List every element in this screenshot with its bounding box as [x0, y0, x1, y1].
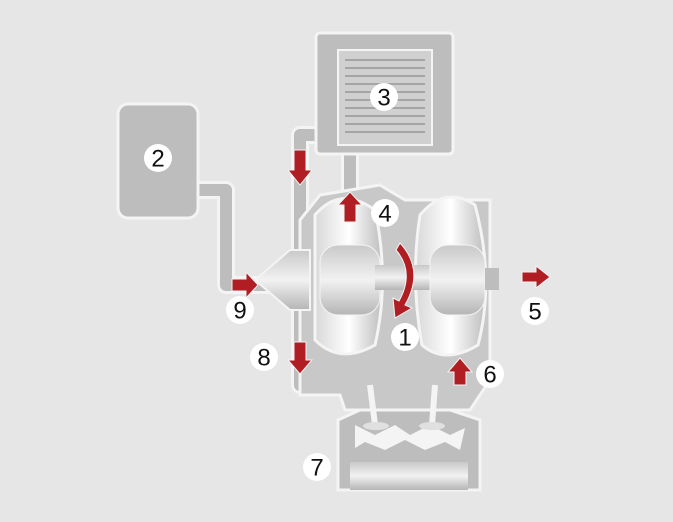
- arrow-exhaust-out-icon: [521, 264, 551, 290]
- engine-cylinder: [336, 384, 482, 492]
- intake-cone: [253, 249, 311, 311]
- arrow-up-exhaust-icon: [446, 357, 474, 386]
- turbine-wheel: [429, 244, 486, 316]
- exhaust-valve: [419, 422, 445, 430]
- callout-8: 8: [250, 343, 278, 372]
- rotation-arrow-icon: [392, 242, 415, 319]
- svg-text:7: 7: [310, 455, 323, 482]
- callout-5: 5: [521, 297, 549, 326]
- turbocharger: [253, 183, 499, 412]
- callout-6: 6: [476, 360, 504, 389]
- callout-1: 1: [391, 323, 419, 352]
- svg-text:8: 8: [257, 345, 270, 372]
- arrow-intake-icon: [231, 270, 259, 300]
- arrow-down-intake-icon: [286, 341, 314, 375]
- arrow-up-compressed-icon: [336, 191, 364, 223]
- svg-text:4: 4: [378, 201, 391, 228]
- intake-valve: [363, 422, 389, 430]
- svg-text:5: 5: [528, 299, 541, 326]
- combustion-flame: [355, 425, 465, 450]
- callout-9: 9: [226, 296, 254, 325]
- svg-text:1: 1: [398, 325, 411, 352]
- svg-text:9: 9: [233, 298, 246, 325]
- svg-text:3: 3: [377, 85, 390, 112]
- callout-4: 4: [371, 199, 399, 228]
- callout-3: 3: [370, 83, 398, 112]
- svg-text:6: 6: [483, 362, 496, 389]
- arrow-down-cooled-icon: [286, 149, 314, 186]
- callout-2: 2: [144, 144, 172, 173]
- piston: [350, 462, 468, 490]
- compressor-wheel: [319, 244, 381, 316]
- svg-text:2: 2: [151, 146, 164, 173]
- callout-7: 7: [303, 453, 331, 482]
- callouts: 1 2 3 4 5 6 7 8 9: [144, 83, 549, 482]
